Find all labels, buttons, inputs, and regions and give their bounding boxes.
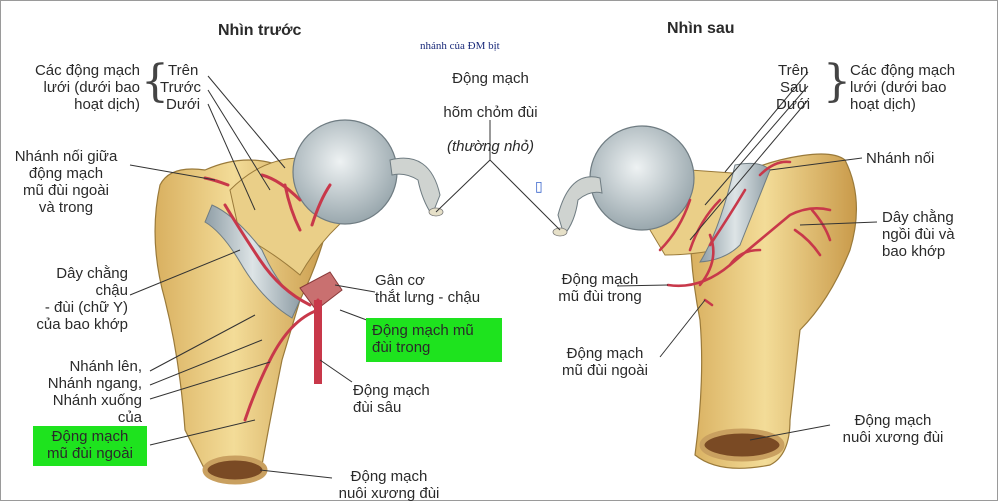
front-iliopsoas-label: Gân cơ thắt lưng - chậu [375,272,481,306]
back-brace-icon: } [823,56,851,107]
foveal-artery-label: Động mạch hõm chỏm đùi (thường nhỏ) [443,70,538,155]
front-iliofemoral-ligament-label: Dây chằng chậu - đùi (chữ Y) của bao khớ… [36,265,128,333]
back-medial-circumflex-label: Động mạch mũ đùi trong [558,271,642,305]
back-ischiofemoral-ligament-label: Dây chằng ngồi đùi và bao khớp [882,209,955,260]
front-brace-icon: { [141,56,169,107]
back-lower-label: Dưới [776,96,811,113]
front-branches-label: Nhánh lên, Nhánh ngang, Nhánh xuống của [47,358,142,426]
front-anterior-label: Trước [160,79,201,96]
front-retinacular-label: Các động mạch lưới (dưới bao hoạt dịch) [34,62,140,113]
front-deep-femoral-label: Động mạch đùi sâu [353,382,430,416]
front-nutrient-artery-label: Động mạch nuôi xương đùi [338,468,440,502]
front-upper-label: Trên [168,62,199,79]
front-lateral-circumflex-label: Động mạch mũ đùi ngoài [47,428,133,462]
front-medial-circumflex-label: Động mạch mũ đùi trong [372,322,474,356]
obturator-branch-note: nhánh của ĐM bịt [420,40,500,52]
back-nutrient-artery-label: Động mạch nuôi xương đùi [842,412,944,446]
back-retinacular-label: Các động mạch lưới (dưới bao hoạt dịch) [850,62,956,113]
front-lower-label: Dưới [166,96,201,113]
back-anastomosis-label: Nhánh nối [866,150,935,167]
back-view-heading: Nhìn sau [667,20,735,37]
back-posterior-label: Sau [780,79,807,96]
front-medial-circumflex-highlight [366,318,502,362]
front-view-femur [154,119,444,485]
leader-lines [129,71,878,479]
front-lateral-circumflex-highlight [33,426,147,466]
back-view-femur [552,125,857,469]
back-lateral-circumflex-label: Động mạch mũ đùi ngoài [562,345,648,379]
text-cursor-icon: ▯ [535,178,543,194]
front-view-heading: Nhìn trước [218,22,302,39]
front-anastomosis-label: Nhánh nối giữa động mạch mũ đùi ngoài và… [14,148,118,216]
back-upper-label: Trên [778,62,809,79]
